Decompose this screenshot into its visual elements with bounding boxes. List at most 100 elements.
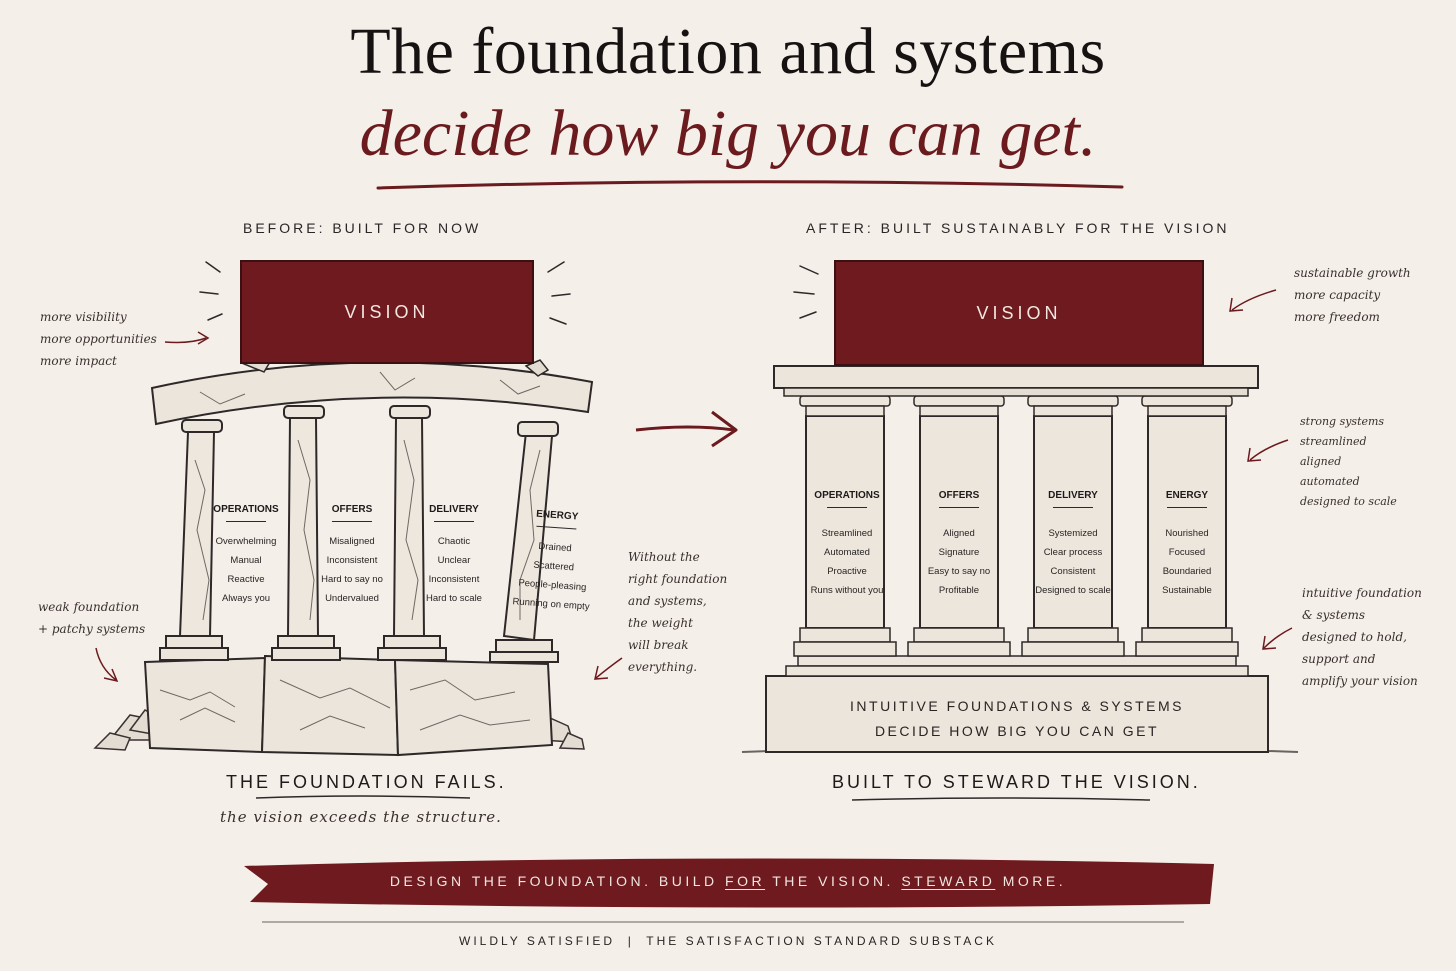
after-column-delivery: DELIVERY Systemized Clear process Consis… — [1023, 490, 1123, 600]
before-note-bottom-left: weak foundation + patchy systems — [38, 596, 145, 640]
column-divider — [1053, 507, 1093, 508]
before-column-operations: OPERATIONS Overwhelming Manual Reactive … — [196, 504, 296, 608]
transition-arrow — [635, 425, 735, 432]
column-divider — [939, 507, 979, 508]
column-item: Manual — [230, 555, 262, 566]
ruined-temple-illustration — [93, 261, 594, 757]
note-line: amplify your vision — [1302, 674, 1418, 688]
after-vision-box: VISION — [834, 260, 1204, 366]
banner-text-part: MORE. — [995, 873, 1067, 889]
note-line: support and — [1302, 652, 1376, 666]
intact-temple-illustration — [741, 265, 1299, 753]
column-item: Unclear — [437, 555, 471, 566]
column-item: Boundaried — [1162, 566, 1212, 577]
column-item: Misaligned — [329, 536, 375, 547]
note-line: designed to scale — [1300, 495, 1397, 508]
after-vision-label: VISION — [976, 302, 1062, 323]
column-item: Sustainable — [1162, 585, 1212, 596]
note-line: streamlined — [1300, 435, 1367, 448]
after-note-bottom-right: intuitive foundation & systems designed … — [1302, 582, 1422, 692]
note-line: intuitive foundation — [1302, 586, 1422, 600]
column-item: Systemized — [1048, 528, 1098, 539]
note-line: + patchy systems — [38, 622, 146, 636]
note-line: and systems, — [628, 594, 707, 608]
note-line: strong systems — [1300, 415, 1385, 428]
banner-text-part: THE VISION. — [765, 873, 902, 889]
before-column-delivery: DELIVERY Chaotic Unclear Inconsistent Ha… — [404, 504, 504, 608]
after-base-text: INTUITIVE FOUNDATIONS & SYSTEMS DECIDE H… — [766, 694, 1268, 744]
before-heading: BEFORE: BUILT FOR NOW — [243, 220, 482, 236]
column-item: Nourished — [1165, 528, 1209, 539]
after-caption: BUILT TO STEWARD THE VISION. — [832, 772, 1201, 792]
column-title: ENERGY — [1165, 490, 1209, 501]
column-item: Clear process — [1043, 547, 1103, 558]
column-title: OFFERS — [938, 490, 980, 501]
note-line: automated — [1300, 475, 1360, 488]
after-note-mid-right: strong systems streamlined aligned autom… — [1300, 412, 1397, 512]
column-item: Hard to say no — [321, 574, 383, 585]
before-vision-box: VISION — [240, 260, 534, 364]
column-item: Consistent — [1050, 566, 1096, 577]
banner-emphasis-for: FOR — [725, 873, 766, 889]
column-item: Chaotic — [437, 536, 471, 547]
note-line: aligned — [1300, 455, 1342, 468]
column-item: Runs without you — [810, 585, 884, 596]
column-item: Reactive — [227, 574, 265, 585]
note-line: everything. — [628, 660, 698, 674]
page-subtitle: decide how big you can get. — [359, 97, 1097, 170]
column-divider — [434, 521, 474, 522]
column-item: Easy to say no — [927, 566, 991, 577]
before-column-energy: ENERGY Drained Scattered People-pleasing… — [500, 507, 607, 618]
footer-credit: WILDLY SATISFIED | THE SATISFACTION STAN… — [459, 934, 997, 948]
before-vision-label: VISION — [344, 301, 430, 322]
banner-emphasis-steward: STEWARD — [901, 873, 996, 889]
banner-text-part: DESIGN THE FOUNDATION. BUILD — [389, 873, 726, 889]
column-item: Designed to scale — [1035, 585, 1111, 596]
column-item: Signature — [938, 547, 980, 558]
note-line: more opportunities — [40, 332, 157, 346]
after-column-offers: OFFERS Aligned Signature Easy to say no … — [909, 490, 1009, 600]
column-item: Profitable — [938, 585, 980, 596]
column-item: Streamlined — [821, 528, 873, 539]
after-column-energy: ENERGY Nourished Focused Boundaried Sust… — [1137, 490, 1237, 600]
column-item: Proactive — [827, 566, 867, 577]
column-divider — [226, 521, 266, 522]
column-title: DELIVERY — [429, 504, 479, 515]
note-line: more impact — [40, 354, 117, 368]
base-line: DECIDE HOW BIG YOU CAN GET — [874, 723, 1160, 739]
column-divider — [827, 507, 867, 508]
note-line: designed to hold, — [1302, 630, 1407, 644]
column-title: OFFERS — [331, 504, 373, 515]
page-title: The foundation and systems — [350, 15, 1106, 88]
after-heading: AFTER: BUILT SUSTAINABLY FOR THE VISION — [806, 220, 1230, 236]
column-title: OPERATIONS — [213, 504, 279, 515]
column-item: Automated — [824, 547, 870, 558]
column-divider — [1167, 507, 1207, 508]
before-column-offers: OFFERS Misaligned Inconsistent Hard to s… — [302, 504, 402, 608]
note-line: more freedom — [1294, 310, 1380, 324]
note-line: will break — [628, 638, 689, 652]
column-item: Inconsistent — [326, 555, 378, 566]
column-divider — [332, 521, 372, 522]
note-line: sustainable growth — [1294, 266, 1411, 280]
column-item: Always you — [221, 593, 271, 604]
title-underline — [376, 180, 1124, 190]
note-line: more visibility — [40, 310, 127, 324]
column-title: OPERATIONS — [814, 490, 880, 501]
after-column-operations: OPERATIONS Streamlined Automated Proacti… — [797, 490, 897, 600]
banner-brush — [244, 858, 1214, 908]
banner-slogan: DESIGN THE FOUNDATION. BUILD FOR THE VIS… — [240, 873, 1216, 889]
column-divider — [536, 525, 577, 530]
base-line: INTUITIVE FOUNDATIONS & SYSTEMS — [850, 698, 1184, 714]
column-item: Overwhelming — [215, 536, 277, 547]
column-item: Focused — [1168, 547, 1206, 558]
column-item: Aligned — [943, 528, 975, 539]
note-line: more capacity — [1294, 288, 1381, 302]
column-item: Hard to scale — [426, 593, 482, 604]
note-line: right foundation — [628, 572, 728, 586]
column-item: Inconsistent — [428, 574, 480, 585]
after-note-top-right: sustainable growth more capacity more fr… — [1294, 262, 1411, 328]
before-sub-caption: the vision exceeds the structure. — [220, 808, 502, 826]
before-caption: THE FOUNDATION FAILS. — [226, 772, 507, 792]
